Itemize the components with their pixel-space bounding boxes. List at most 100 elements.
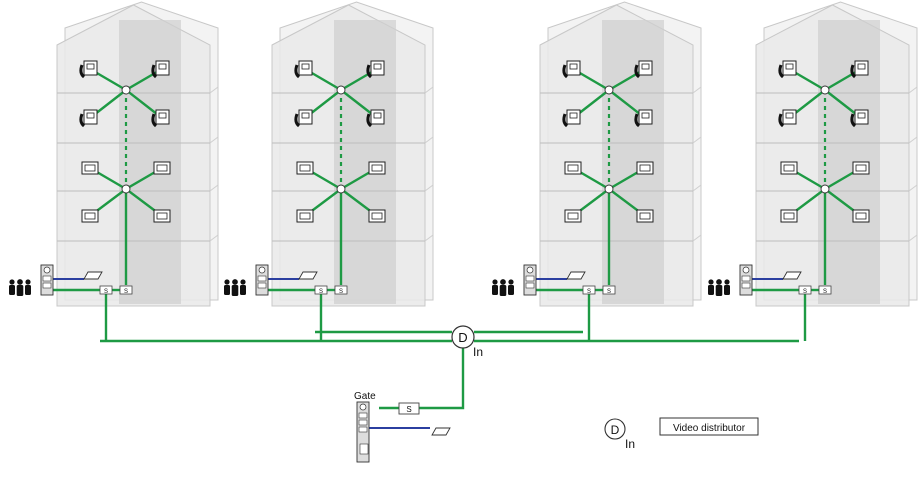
floor-edge: [692, 136, 702, 144]
devices-layer: S S S S S S S S: [9, 60, 870, 463]
video-monitor-icon: [153, 209, 171, 223]
building-core: [334, 20, 396, 304]
switch-box: S: [582, 285, 596, 295]
junction-node: [820, 85, 830, 95]
floor-edge: [424, 136, 434, 144]
building: [755, 1, 918, 307]
switch-box: S: [119, 285, 133, 295]
legend-text: Video distributor: [673, 423, 746, 434]
gate-switch-label: S: [406, 405, 411, 414]
floor-edge: [209, 234, 219, 242]
switch-label: S: [104, 289, 108, 295]
door-lock-icon: [83, 271, 103, 280]
intercom-handset-icon: [366, 109, 385, 128]
distributor-symbol: D: [458, 330, 467, 345]
door-entry-panel-icon: [40, 264, 54, 296]
video-monitor-icon: [780, 161, 798, 175]
intercom-handset-icon: [850, 60, 869, 79]
video-monitor-icon: [81, 161, 99, 175]
switch-label: S: [607, 289, 611, 295]
video-monitor-icon: [564, 209, 582, 223]
people-icon: [708, 279, 730, 296]
intercom-handset-icon: [634, 60, 653, 79]
floor-edge: [424, 86, 434, 94]
switch-box: S: [314, 285, 328, 295]
video-monitor-icon: [636, 161, 654, 175]
gate-label: Gate: [354, 391, 376, 402]
video-monitor-icon: [153, 161, 171, 175]
door-lock-icon: [431, 427, 451, 436]
intercom-handset-icon: [778, 60, 797, 79]
people-icon: [492, 279, 514, 296]
building: [271, 1, 434, 307]
legend: D In Video distributor: [604, 417, 759, 451]
video-monitor-icon: [852, 209, 870, 223]
intercom-handset-icon: [151, 60, 170, 79]
door-lock-icon: [566, 271, 586, 280]
junction-node: [336, 184, 346, 194]
keypad-icon: [359, 443, 369, 455]
people-icon: [9, 279, 31, 296]
switch-box: S: [334, 285, 348, 295]
junction-node: [820, 184, 830, 194]
floor-edge: [692, 184, 702, 192]
building-core: [119, 20, 181, 304]
intercom-handset-icon: [151, 109, 170, 128]
switch-label: S: [587, 289, 591, 295]
floor-edge: [209, 86, 219, 94]
door-entry-panel-icon: [255, 264, 269, 296]
switch-box: S: [818, 285, 832, 295]
intercom-handset-icon: [850, 109, 869, 128]
floor-edge: [424, 184, 434, 192]
switch-box: S: [602, 285, 616, 295]
buildings-layer: [56, 1, 918, 307]
intercom-handset-icon: [562, 60, 581, 79]
door-entry-panel-icon: [523, 264, 537, 296]
floor-edge: [692, 86, 702, 94]
junction-node: [121, 184, 131, 194]
intercom-handset-icon: [634, 109, 653, 128]
intercom-handset-icon: [79, 60, 98, 79]
building: [539, 1, 702, 307]
floor-edge: [692, 234, 702, 242]
floor-edge: [908, 86, 918, 94]
distributor-suffix: In: [473, 345, 483, 359]
floor-edge: [209, 184, 219, 192]
video-monitor-icon: [296, 161, 314, 175]
video-distributor: D In: [451, 325, 483, 359]
door-lock-icon: [298, 271, 318, 280]
switch-label: S: [823, 289, 827, 295]
video-monitor-icon: [564, 161, 582, 175]
intercom-handset-icon: [79, 109, 98, 128]
video-monitor-icon: [368, 209, 386, 223]
switch-label: S: [803, 289, 807, 295]
floor-edge: [209, 136, 219, 144]
video-monitor-icon: [636, 209, 654, 223]
building-core: [818, 20, 880, 304]
legend-symbol: D: [611, 423, 620, 437]
gate-entry-unit: Gate S: [354, 391, 420, 415]
switch-label: S: [124, 289, 128, 295]
floor-edge: [908, 136, 918, 144]
building: [56, 1, 219, 307]
video-monitor-icon: [296, 209, 314, 223]
intercom-handset-icon: [562, 109, 581, 128]
bus-wire: [419, 348, 465, 410]
junction-node: [604, 184, 614, 194]
video-monitor-icon: [852, 161, 870, 175]
switch-box: S: [798, 285, 812, 295]
switch-label: S: [319, 289, 323, 295]
intercom-handset-icon: [778, 109, 797, 128]
building-core: [602, 20, 664, 304]
intercom-handset-icon: [294, 60, 313, 79]
legend-suffix: In: [625, 437, 635, 451]
video-monitor-icon: [81, 209, 99, 223]
intercom-handset-icon: [366, 60, 385, 79]
gate-switch: S: [398, 402, 420, 415]
door-lock-icon: [782, 271, 802, 280]
floor-edge: [424, 234, 434, 242]
video-monitor-icon: [368, 161, 386, 175]
video-monitor-icon: [780, 209, 798, 223]
intercom-handset-icon: [294, 109, 313, 128]
